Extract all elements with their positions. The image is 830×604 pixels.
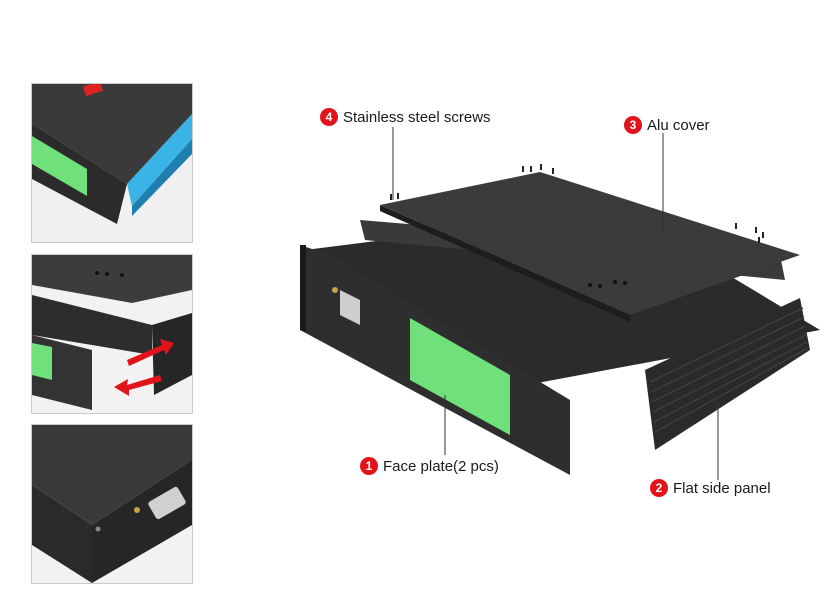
display-window — [32, 136, 87, 196]
face-plate-display — [410, 318, 510, 435]
callout-face-plate: 1 Face plate(2 pcs) — [360, 457, 499, 475]
power-socket-icon — [340, 290, 360, 325]
callout-stainless-steel-screws: 4 Stainless steel screws — [320, 108, 491, 126]
cover-screws — [588, 280, 627, 288]
heatsink-fins — [127, 114, 192, 206]
thumbnail-front-plate-detail — [31, 424, 193, 584]
power-socket-icon — [148, 486, 186, 520]
callout-label: Face plate(2 pcs) — [383, 457, 499, 475]
callout-number-badge: 4 — [320, 108, 338, 126]
callout-number-badge: 1 — [360, 457, 378, 475]
callout-number-badge: 2 — [650, 479, 668, 497]
loose-screws — [390, 164, 764, 243]
callout-flat-side-panel: 2 Flat side panel — [650, 479, 771, 497]
assembly-detail-illustration — [32, 255, 192, 413]
heatsink-fins — [649, 307, 809, 433]
callout-label: Stainless steel screws — [343, 108, 491, 126]
insert-arrow — [127, 339, 174, 366]
exploded-enclosure-diagram — [300, 164, 820, 475]
screw-hole-icon — [134, 507, 140, 513]
thumbnail-assembly-detail — [31, 254, 193, 414]
alu-cover — [380, 172, 800, 315]
remove-arrow — [114, 375, 162, 396]
callout-alu-cover: 3 Alu cover — [624, 116, 710, 134]
callout-label: Alu cover — [647, 116, 710, 134]
corner-detail-illustration — [32, 84, 192, 242]
thumbnail-corner-detail — [31, 83, 193, 243]
callout-number-badge: 3 — [624, 116, 642, 134]
callout-label: Flat side panel — [673, 479, 771, 497]
front-plate-detail-illustration — [32, 425, 192, 583]
